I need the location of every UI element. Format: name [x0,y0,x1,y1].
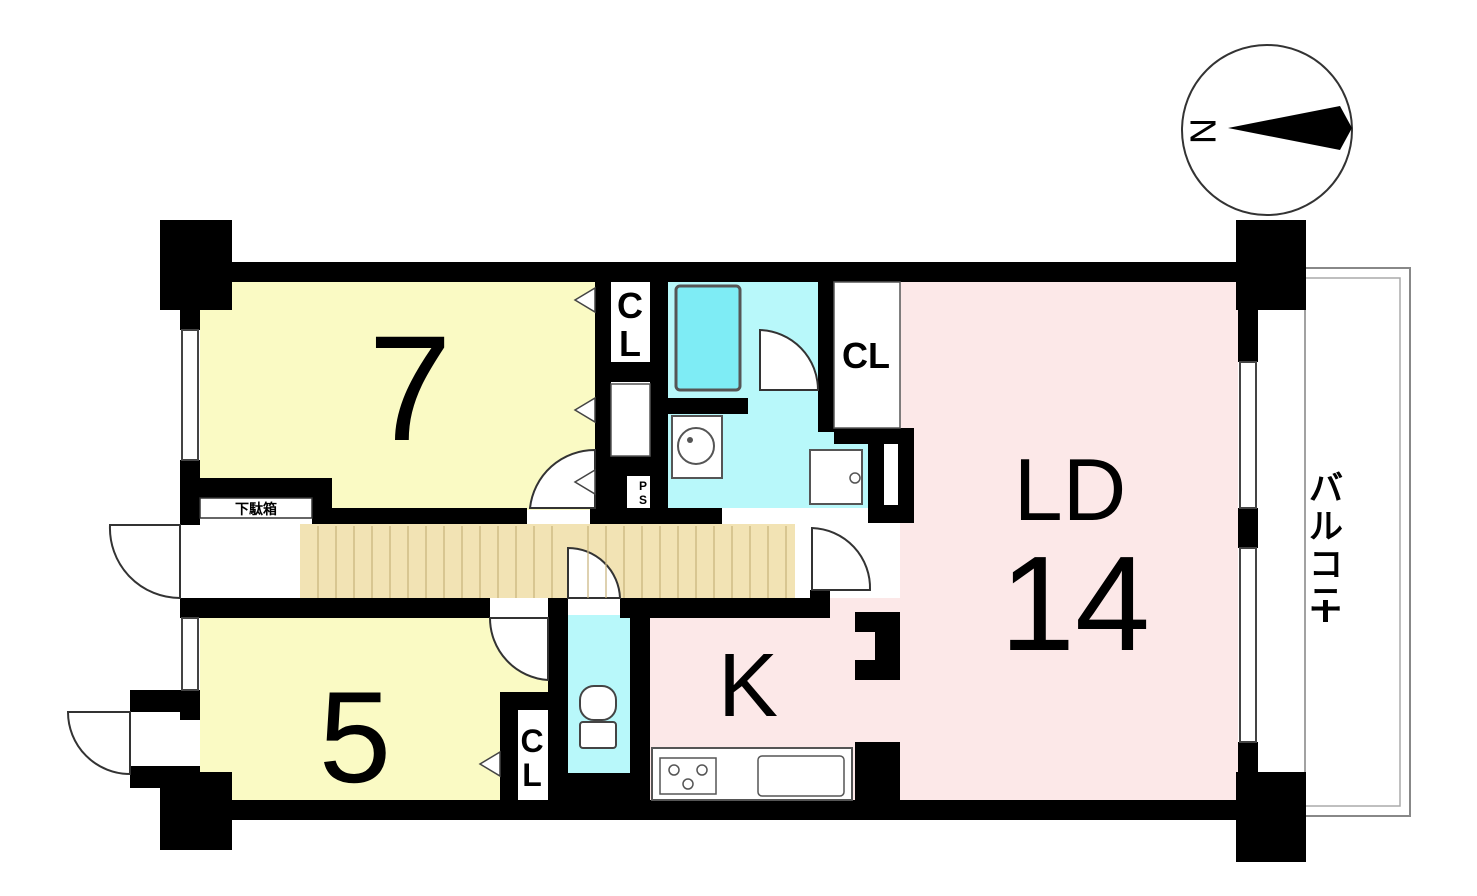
door-room5-exterior [66,711,131,776]
pipe-space-1-label-p: P [639,479,647,493]
shoe-box-label: 下駄箱 [235,501,277,517]
walls [130,220,1306,862]
shoe-box [199,497,313,519]
window-room5 [181,617,199,691]
closet-2-label: CL [842,335,890,376]
doors [66,328,872,776]
floor-drain [849,472,861,484]
compass-needle [1228,106,1352,150]
window-ld-1 [1239,361,1257,509]
room-7-fill [200,282,595,510]
svg-text:コ: コ [1309,546,1343,584]
closet-1-lower-box [610,383,651,457]
sliding-markers [478,286,596,778]
balcony-long-vowel [1323,600,1328,622]
window-room7 [181,329,199,461]
door-room5 [488,617,549,682]
window-ld-2 [1239,547,1257,743]
kitchen-counter [651,747,853,801]
closet-1-label-c: C [617,285,643,326]
corridor-slats [317,526,787,598]
corridor-fill [300,524,795,598]
door-ld [811,526,872,591]
closet-3-label-l: L [522,757,542,793]
wash-basin [671,415,723,479]
labels: 7 5 LD 14 K C L CL C L P S PS 下駄箱 バ ル コ … [235,285,1343,810]
door-bath [759,328,820,391]
door-room7 [528,448,596,509]
closet-2-box [833,281,901,429]
closet-3-label-c: C [520,723,543,759]
balcony-inner [1304,277,1401,807]
entrance-floor [200,520,300,598]
kitchen-label: K [718,636,778,736]
ld-fill [900,282,1238,800]
bathtub [674,284,742,392]
svg-text:バ: バ [1309,470,1343,508]
ld-label: LD [1014,440,1127,539]
balcony-label: バ ル コ ニ [1309,470,1343,620]
sink [757,755,845,797]
door-toilet [567,546,622,599]
svg-text:ル: ル [1309,508,1343,546]
fixtures [199,281,901,801]
door-entrance [108,524,181,600]
pipe-space-1-label-s: S [639,493,647,507]
room-5-fill [200,618,550,800]
room-5-label: 5 [319,664,391,810]
compass-north-label: N [1182,118,1223,144]
compass: N [1181,44,1353,216]
windows [181,329,1257,743]
pipe-space-2-label: PS [611,782,629,797]
closet-1-label-l: L [619,323,641,364]
room-7-label: 7 [368,304,451,472]
toilet [579,685,617,749]
balcony-fill [1304,267,1411,817]
ld-size-label: 14 [1000,528,1150,679]
